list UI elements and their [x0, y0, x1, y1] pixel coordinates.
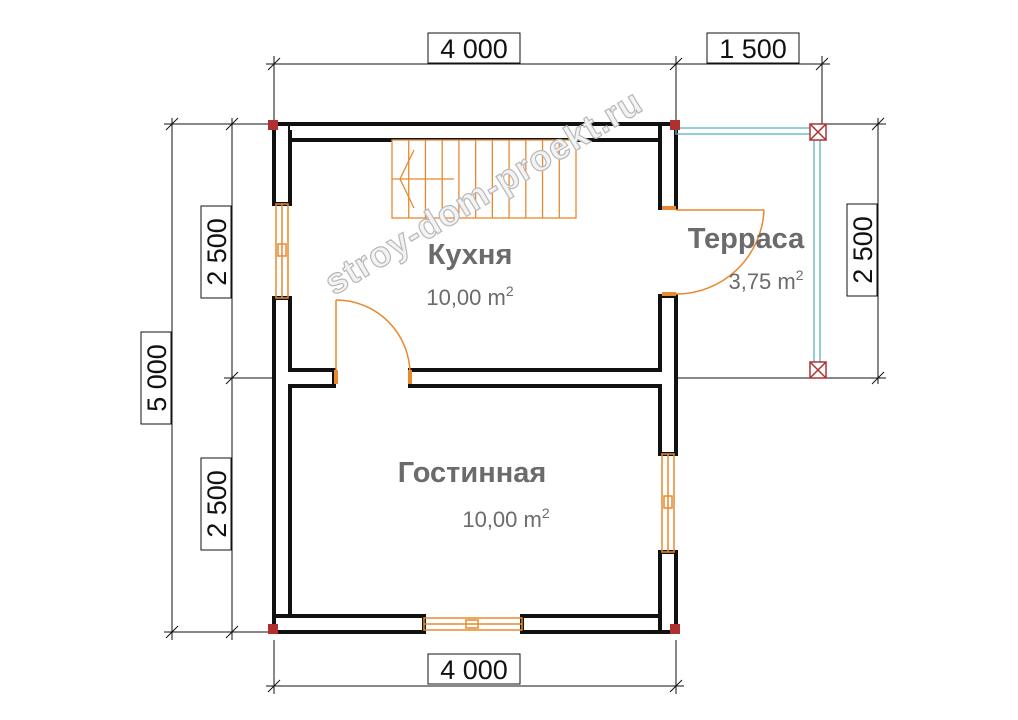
wall-interior-left	[288, 368, 336, 388]
wall-joints	[276, 126, 674, 630]
post-corner-top-left	[268, 120, 278, 130]
dimension-label-right-terrace: 2 500	[846, 203, 878, 297]
dimension-label-bottom-house: 4 000	[427, 653, 521, 685]
post-corner-top-right	[670, 120, 680, 130]
dimension-lines	[164, 56, 886, 694]
room-name-living: Гостинная	[398, 457, 547, 489]
dimension-label-top-house: 4 000	[427, 32, 521, 64]
svg-text:2 500: 2 500	[202, 470, 232, 538]
posts	[268, 120, 680, 634]
svg-text:2 500: 2 500	[202, 218, 232, 286]
room-area-living: 10,00 m2	[462, 505, 550, 532]
dimension-label-left-lower: 2 500	[200, 457, 232, 551]
dimension-label-left-total: 5 000	[140, 331, 172, 425]
svg-text:4 000: 4 000	[440, 655, 508, 685]
wall-interior-right	[408, 368, 662, 388]
post-corner-bottom-left	[268, 624, 278, 634]
room-name-terrace: Терраса	[688, 223, 805, 255]
svg-text:1 500: 1 500	[719, 34, 787, 64]
window-bottom	[423, 617, 523, 631]
svg-text:2 500: 2 500	[848, 216, 878, 284]
wall-bottom-left	[272, 614, 426, 634]
window-right	[661, 453, 675, 553]
door-terrace	[662, 206, 765, 296]
terrace-posts	[809, 123, 827, 379]
door-interior	[334, 299, 412, 384]
dimension-label-left-upper: 2 500	[200, 205, 232, 299]
room-name-kitchen: Кухня	[428, 239, 513, 271]
stairs	[391, 139, 577, 219]
svg-text:5 000: 5 000	[142, 344, 172, 412]
room-area-terrace: 3,75 m2	[728, 267, 803, 294]
room-area-kitchen: 10,00 m2	[426, 283, 514, 310]
dimension-label-top-terrace: 1 500	[706, 32, 800, 64]
svg-text:4 000: 4 000	[440, 34, 508, 64]
post-corner-bottom-right	[670, 624, 680, 634]
window-left	[275, 203, 289, 299]
wall-bottom-right	[520, 614, 678, 634]
wall-left-middle	[272, 296, 292, 634]
